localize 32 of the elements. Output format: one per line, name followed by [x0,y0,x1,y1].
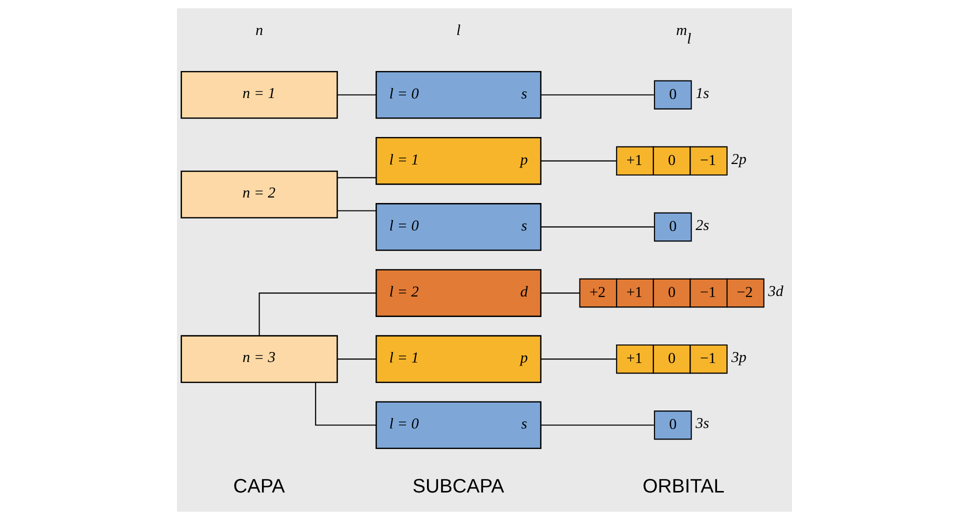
node-label: 1s [696,84,710,102]
connector [337,358,376,360]
connector [337,210,376,212]
connector [541,160,616,162]
node-box: l = 0 s [376,70,542,119]
connector [541,226,654,228]
connector [541,358,616,360]
label: CAPA [233,476,285,498]
label: l [456,22,461,40]
node-box: l = 0 s [376,401,542,450]
connector [541,424,654,426]
node-box: l = 1 p [376,335,542,383]
node-label: 2s [696,216,710,234]
node-box: l = 0 s [376,203,542,251]
connector [541,292,580,294]
node-box: l = 1 p [376,137,542,185]
node-box: n = 1 [180,70,338,119]
node-label: 2p [731,150,747,168]
connector [258,292,376,336]
node-box: n = 3 [180,335,338,383]
label: ORBITAL [642,476,724,498]
node-box: n = 2 [180,170,338,218]
node-label: 3p [731,348,747,366]
node-label: 3s [696,415,710,432]
connector [337,177,376,178]
label: n [256,22,264,40]
node-label: 3d [768,282,784,300]
label: SUBCAPA [412,476,504,498]
connector [541,94,654,96]
connector [315,382,376,426]
node-box: l = 2 d [376,269,542,317]
connector [337,94,376,96]
